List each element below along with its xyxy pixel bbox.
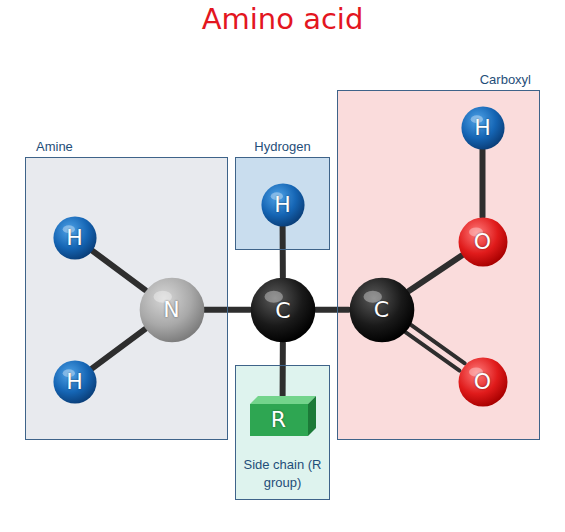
hydrogen-group: HydrogenH [235,157,330,250]
hydrogen-atom: H [461,106,505,150]
single-bond [280,227,286,278]
group-label: Carboxyl [480,72,531,87]
atom-symbol: H [66,225,83,250]
atom-symbol: H [474,115,491,140]
atom-symbol: C [275,298,290,323]
group-label: Hydrogen [254,139,310,154]
single-bond [480,150,486,217]
atom-symbol: H [66,369,83,394]
group-fill [25,157,228,440]
group-heading-wrap: Amine [36,137,73,155]
single-bond [409,255,462,291]
single-bond [280,343,286,396]
oxygen-atom: O [458,357,508,407]
atom-symbol: C [374,297,389,322]
carbon-atom: C [349,277,415,343]
r-group-symbol: R [271,407,286,432]
alpha-carbon-atom: C [250,277,316,343]
side-chain-group: Side chain (R group) R [235,365,330,500]
group-label: Side chain (R group) [243,457,321,490]
oxygen-atom: O [458,217,508,267]
double-bond [406,325,465,371]
hydrogen-atom: H [53,360,97,404]
r-group-block: R [250,396,316,436]
group-heading-wrap: Carboxyl [480,70,531,88]
amine-group: AmineHHN [25,157,228,440]
group-heading-wrap: Side chain (R group) [240,455,325,492]
atom-symbol: O [474,369,491,394]
nitrogen-atom: N [139,277,205,343]
group-label: Amine [36,139,73,154]
group-fill [337,90,540,440]
carboxyl-group: CarboxylHOCO [337,90,540,440]
group-heading-wrap: Hydrogen [236,137,329,155]
single-bond [92,251,145,290]
single-bond [316,307,349,313]
atom-symbol: N [163,297,179,322]
atom-symbol: H [274,192,291,217]
single-bond [92,329,145,368]
atom-symbol: O [474,229,491,254]
hydrogen-atom: H [53,216,97,260]
hydrogen-atom: H [261,183,305,227]
diagram-title: Amino acid [202,2,364,36]
title-wrap: Amino acid [0,2,565,36]
